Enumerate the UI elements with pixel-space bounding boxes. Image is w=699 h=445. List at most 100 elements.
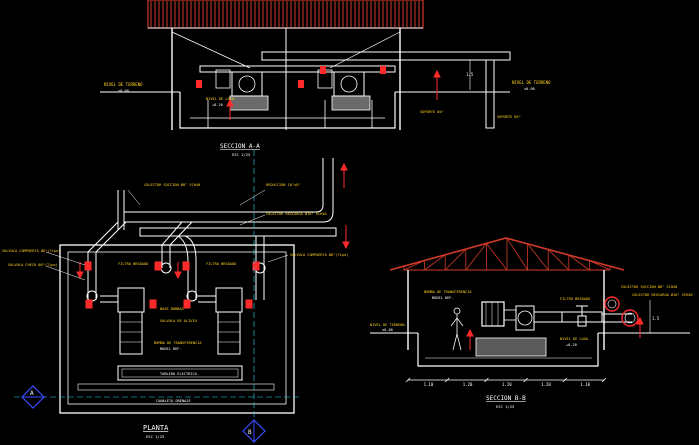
section-aa-riser bbox=[485, 59, 495, 129]
dimension-tick bbox=[444, 377, 450, 383]
section-bb-collector-section-b bbox=[621, 309, 639, 327]
section-bb-person-figure bbox=[450, 307, 464, 351]
section-aa-pit bbox=[179, 92, 396, 129]
planta-label-reduction: REDUCCION 10"x8" bbox=[266, 183, 301, 187]
dimension-label: 1.20 bbox=[541, 382, 551, 387]
planta-label-valve-right: VALVULA COMPUERTA Ø6"(Tipo) bbox=[290, 252, 348, 257]
planta-pump-1 bbox=[100, 287, 145, 355]
section-aa-flow-arrows bbox=[226, 69, 441, 120]
planta-suction-collector bbox=[139, 227, 337, 237]
section-aa-valve-1 bbox=[196, 80, 202, 88]
planta-valves bbox=[84, 261, 260, 309]
planta-label-valve-left: VALVULA COMPUERTA Ø6"(Tipo) bbox=[2, 248, 60, 253]
section-aa-label-ground-right-value: ±0.00 bbox=[524, 87, 535, 91]
planta-leaders bbox=[45, 189, 289, 281]
section-bb-label-filter: FILTRO BRIDADO bbox=[560, 297, 590, 301]
planta-label-collector-suction: COLECTOR SUCCION Ø8" SCH40 bbox=[144, 182, 200, 187]
truss-diagonal bbox=[589, 260, 611, 271]
section-bb-label-collector-a: COLECTOR SUCCION Ø8" SCH40 bbox=[621, 284, 677, 289]
section-aa-roof bbox=[147, 0, 424, 29]
dimension-label: 1.10 bbox=[424, 382, 434, 387]
planta-inner-wall bbox=[67, 251, 287, 405]
dimension-tick bbox=[562, 377, 568, 383]
section-aa-label-support-2: SOPORTE Ø4" bbox=[497, 114, 521, 119]
section-aa-suction-pipe bbox=[199, 65, 396, 73]
dimension-label: 1.20 bbox=[463, 382, 473, 387]
planta-pump-2 bbox=[198, 287, 243, 355]
planta-discharge-collector-outer bbox=[124, 158, 324, 213]
section-bb-label-floor-value: +0.20 bbox=[566, 343, 577, 347]
planta-label-filter-2: FILTRO BRIDADO bbox=[206, 262, 236, 266]
section-bb: 1.5 1.10 1.20 1.20 1.20 1.10 BOMBA DE TRANSF… bbox=[370, 237, 693, 409]
section-aa-valve-3 bbox=[320, 66, 326, 74]
svg-text:1.5: 1.5 bbox=[652, 316, 660, 321]
section-bb-label-ground-value: ±0.00 bbox=[382, 328, 393, 332]
truss-diagonal bbox=[527, 243, 549, 271]
section-bb-dimension-line: 1.10 1.20 1.20 1.20 1.10 bbox=[405, 377, 607, 387]
svg-text:B: B bbox=[248, 429, 252, 436]
dimension-tick bbox=[405, 377, 411, 383]
section-bb-flow-arrows bbox=[466, 316, 644, 350]
dimension-tick bbox=[601, 377, 607, 383]
planta-outer-wall bbox=[59, 244, 295, 414]
section-aa-title: SECCION A-A bbox=[220, 143, 260, 150]
section-aa-scale: ESC 1/25 bbox=[232, 152, 250, 157]
section-marker-a: A bbox=[14, 385, 300, 409]
truss-diagonal bbox=[424, 254, 446, 271]
dimension-tick bbox=[484, 377, 489, 383]
planta-label-collector-discharge: COLECTOR DESCARGA Ø10" SCH40 bbox=[266, 211, 327, 216]
planta-label-foot-valve: VALVULA DE ALIVIO bbox=[160, 319, 197, 323]
planta-electric-panel bbox=[117, 365, 243, 381]
section-aa-pump-1 bbox=[215, 69, 263, 97]
dimension-label: 1.10 bbox=[580, 382, 590, 387]
section-bb-pump-base bbox=[475, 337, 547, 357]
section-aa-label-ground-right: NIVEL DE TERRENO bbox=[512, 80, 551, 85]
section-aa-dim: 1.5 bbox=[466, 72, 474, 77]
section-aa-pump-base-1 bbox=[229, 95, 269, 111]
truss-diagonal bbox=[444, 248, 467, 271]
section-aa-label-support-1: SOPORTE Ø4" bbox=[420, 109, 444, 114]
section-aa: NIVEL DE TERRENO ±0.00 NIVEL DE LOSA +0.… bbox=[100, 0, 551, 157]
section-aa-label-ground-left-value: ±0.00 bbox=[118, 89, 129, 93]
svg-text:A: A bbox=[30, 390, 34, 397]
planta-label-valve-check: VALVULA CHECK Ø6"(Tipo) bbox=[8, 262, 58, 267]
section-aa-pump-base-2 bbox=[331, 95, 371, 111]
section-bb-label-floor: NIVEL DE LOSA bbox=[560, 337, 589, 341]
section-aa-label-base-value: +0.20 bbox=[212, 103, 223, 107]
planta-label-pump-type: BOMBA DE TRANSFERENCIA bbox=[154, 341, 202, 345]
section-bb-label-collector-b: COLECTOR DESCARGA Ø10" SCH40 bbox=[632, 292, 693, 297]
section-bb-scale: ESC 1/25 bbox=[496, 404, 514, 409]
section-bb-title: SECCION B-B bbox=[486, 395, 526, 402]
truss-diagonal bbox=[547, 249, 570, 271]
planta-scale: ESC 1/25 bbox=[146, 434, 164, 439]
section-aa-valve-2 bbox=[298, 80, 304, 88]
truss-diagonal bbox=[486, 243, 508, 271]
section-aa-label-base: NIVEL DE LOSA bbox=[206, 97, 235, 101]
section-bb-roof-truss bbox=[389, 237, 625, 271]
section-marker-b: B bbox=[242, 150, 266, 443]
section-bb-label-ground: NIVEL DE TERRENO bbox=[370, 323, 405, 327]
planta-label-pump-model: MODEL REF. bbox=[160, 347, 182, 351]
truss-diagonal bbox=[403, 260, 425, 271]
section-aa-label-ground-left: NIVEL DE TERRENO bbox=[104, 82, 143, 87]
section-aa-discharge-pipe bbox=[261, 51, 511, 61]
truss-diagonal bbox=[506, 238, 528, 271]
section-aa-valve-4 bbox=[380, 66, 386, 74]
planta-label-border: CANALETA DRENAJE bbox=[156, 399, 191, 403]
planta-label-pump-base: BASE BOMBAS bbox=[160, 307, 184, 311]
section-bb-pit bbox=[417, 333, 599, 367]
truss-diagonal bbox=[568, 254, 590, 271]
dimension-label: 1.20 bbox=[502, 382, 512, 387]
planta-discharge-collector-inner bbox=[124, 158, 334, 223]
section-bb-collector-section-a bbox=[604, 296, 620, 312]
section-bb-pump bbox=[481, 301, 603, 331]
dimension-tick bbox=[523, 377, 528, 383]
planta-flow-arrows bbox=[76, 162, 350, 280]
planta-label-panel: TABLERO ELECTRICO bbox=[160, 372, 197, 376]
planta-label-filter-1: FILTRO BRIDADO bbox=[118, 262, 148, 266]
planta-title: PLANTA bbox=[143, 424, 169, 432]
section-bb-label-pump-model: MODEL REF. bbox=[432, 296, 454, 300]
section-bb-label-pump: BOMBA DE TRANSFERENCIA bbox=[424, 290, 472, 294]
